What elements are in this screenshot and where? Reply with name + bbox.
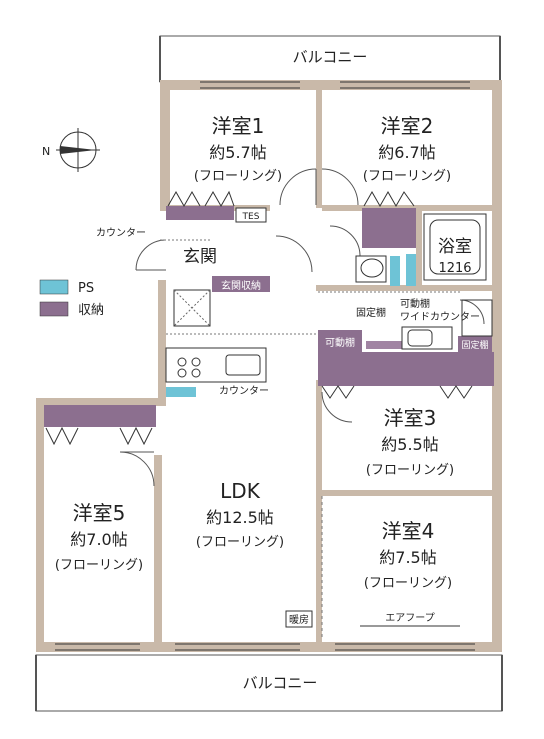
kitchen-sink	[225, 354, 261, 376]
room-yo1-floor: (フローリング)	[194, 169, 282, 184]
legend: PS 収納	[39, 279, 104, 318]
storage-yo3	[318, 352, 494, 386]
toilet	[360, 258, 384, 278]
heater	[285, 610, 313, 628]
room-yo5-floor: (フローリング)	[55, 558, 143, 573]
ps-bath-2	[406, 254, 416, 286]
room-ldk-floor: (フローリング)	[196, 535, 284, 550]
room-yo3-name: 洋室3	[384, 406, 437, 430]
room-entrance-name: 玄関	[183, 247, 217, 267]
room-yo4-name: 洋室4	[382, 519, 435, 543]
legend-ps-label: PS	[78, 281, 94, 296]
fixtures	[160, 207, 493, 640]
room-yo3-size: 約5.5帖	[381, 435, 438, 454]
room-ldk: LDK 約12.5帖 (フローリング)	[196, 479, 284, 550]
fixed-shelf-label: 固定棚	[356, 306, 386, 319]
room-ldk-size: 約12.5帖	[206, 508, 274, 527]
kitchen-counter-label: カウンター	[219, 385, 269, 397]
entrance-storage-block	[212, 276, 270, 292]
movable-shelf-wide-label: 可動棚	[400, 297, 430, 310]
windows	[55, 81, 475, 651]
room-yo1: 洋室1 約5.7帖 (フローリング)	[194, 114, 282, 184]
balcony-top-label: バルコニー	[293, 48, 368, 66]
balcony-top: バルコニー	[159, 35, 501, 83]
room-bath: 浴室 1216	[438, 237, 472, 276]
door-swings	[119, 168, 485, 487]
storage-yo5	[44, 405, 156, 427]
room-yo4-size: 約7.5帖	[379, 548, 436, 567]
compass-north-label: N	[42, 145, 50, 158]
entrance-floor	[173, 289, 211, 327]
room-yo4: 洋室4 約7.5帖 (フローリング)	[364, 519, 452, 591]
shelf-small	[366, 341, 402, 349]
ps-kitchen	[166, 387, 196, 397]
legend-ps-swatch	[39, 279, 69, 295]
compass-arrow-icon	[60, 146, 96, 154]
storage-blocks	[44, 206, 494, 427]
movable-shelf-block	[318, 330, 362, 352]
fixture-labels: TES カウンター 玄関収納 固定棚 可動棚 ワイドカウンター 可動棚 固定棚 …	[96, 212, 489, 626]
heater-label: 暖房	[289, 613, 309, 626]
room-yo5-size: 約7.0帖	[70, 530, 127, 549]
entrance-storage-label: 玄関収納	[221, 279, 261, 292]
closet-doors	[45, 190, 473, 446]
room-yo4-floor: (フローリング)	[364, 576, 452, 591]
compass: N	[42, 128, 100, 172]
room-ldk-name: LDK	[220, 479, 261, 503]
room-yo3-floor: (フローリング)	[366, 463, 454, 478]
room-bath-code: 1216	[438, 261, 471, 276]
legend-storage-label: 収納	[78, 303, 104, 318]
room-yo2: 洋室2 約6.7帖 (フローリング)	[363, 114, 451, 184]
bathtub	[423, 213, 487, 281]
room-yo2-floor: (フローリング)	[363, 169, 451, 184]
movable-shelf-label: 可動棚	[325, 336, 355, 349]
kitchen-counter	[165, 347, 267, 383]
washbasin	[401, 326, 453, 350]
storage-yo2	[362, 208, 416, 248]
entrance-counter-label: カウンター	[96, 227, 146, 239]
room-yo2-name: 洋室2	[381, 114, 434, 138]
fixed-shelf-block	[458, 336, 492, 352]
room-yo5-name: 洋室5	[73, 501, 126, 525]
storage-yo1	[166, 206, 234, 220]
room-yo5: 洋室5 約7.0帖 (フローリング)	[55, 501, 143, 573]
ps-bath	[390, 256, 400, 286]
legend-storage-swatch	[39, 301, 69, 317]
room-yo1-size: 約5.7帖	[209, 143, 266, 162]
room-bath-name: 浴室	[438, 237, 472, 257]
room-yo2-size: 約6.7帖	[378, 143, 435, 162]
air-hood-label: エアフープ	[385, 612, 434, 624]
fixed-shelf-right-label: 固定棚	[461, 339, 488, 351]
balcony-bottom: バルコニー	[35, 654, 503, 712]
room-yo1-name: 洋室1	[212, 114, 265, 138]
wide-counter-label: ワイドカウンター	[400, 311, 480, 323]
room-yo3: 洋室3 約5.5帖 (フローリング)	[366, 406, 454, 478]
balcony-bottom-label: バルコニー	[243, 674, 318, 692]
tes-label: TES	[242, 212, 260, 222]
